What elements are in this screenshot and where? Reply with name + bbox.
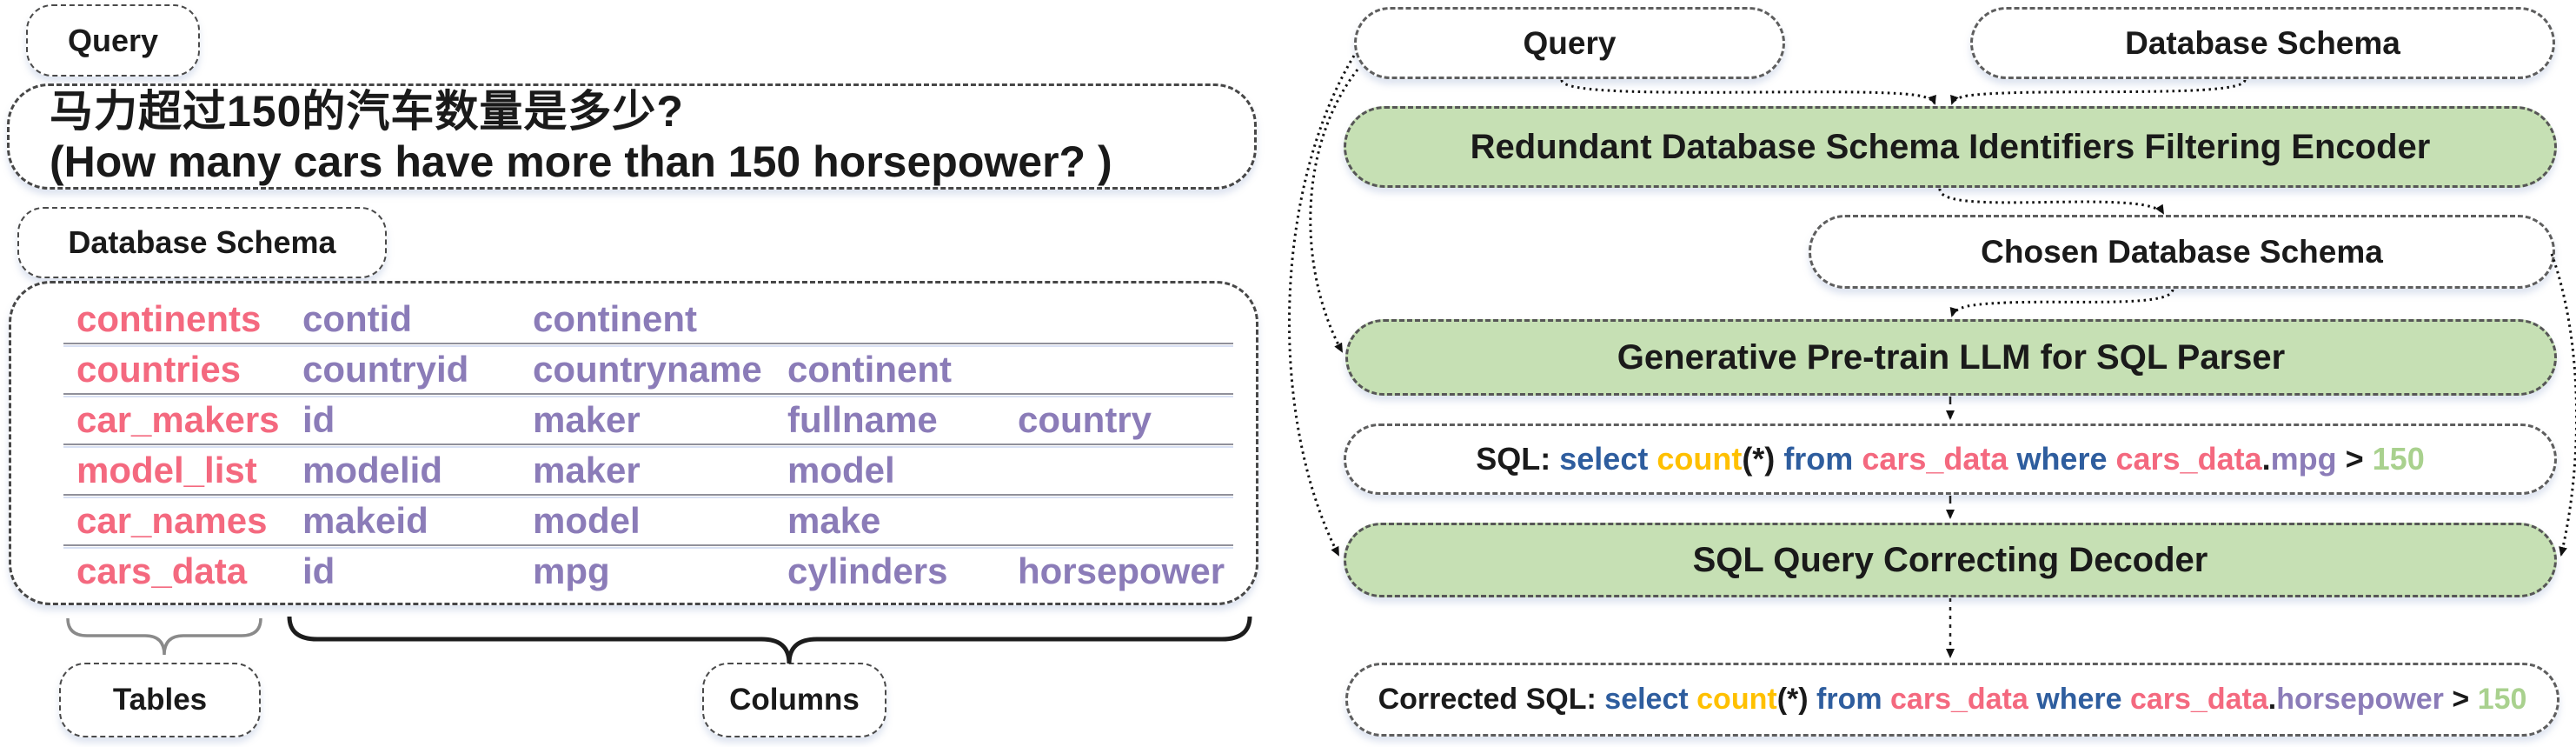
schema-column-name: continent — [533, 298, 697, 339]
schema-column-name: modelid — [302, 450, 443, 490]
correcting-decoder-box: SQL Query Correcting Decoder — [1344, 523, 2557, 597]
schema-column-name: mpg — [533, 550, 610, 591]
schema-table-name: car_makers — [76, 399, 280, 440]
schema-column-name: model — [533, 500, 641, 541]
query-text-english: (How many cars have more than 150 horsep… — [50, 137, 1112, 186]
schema-table-name: continents — [76, 298, 262, 339]
flow-query-label: Query — [1523, 24, 1617, 61]
schema-column-name: id — [302, 550, 335, 591]
schema-column-name: continent — [787, 349, 952, 390]
llm-parser-box: Generative Pre-train LLM for SQL Parser — [1345, 319, 2557, 396]
llm-parser-label: Generative Pre-train LLM for SQL Parser — [1617, 337, 2286, 377]
sql-token: . — [2267, 683, 2277, 716]
left-query-box: 马力超过150的汽车数量是多少? (How many cars have mor… — [7, 83, 1257, 190]
schema-column-name: contid — [302, 298, 412, 339]
tables-label-box: Tables — [59, 663, 261, 737]
columns-brace — [287, 616, 1252, 664]
filtering-encoder-label: Redundant Database Schema Identifiers Fi… — [1470, 127, 2431, 166]
schema-row: car_names makeid model make — [11, 494, 1256, 546]
sql-token: count — [1696, 683, 1777, 716]
sql-token: mpg — [2270, 441, 2346, 477]
sql-token: SQL: — [1476, 441, 1560, 477]
arrow-chosen-to-llm — [1949, 289, 2174, 317]
flow-database-schema-label: Database Schema — [2125, 24, 2400, 61]
sql-token: cars_data — [1890, 683, 2037, 716]
schema-column-name: id — [302, 399, 335, 440]
schema-row: cars_data id mpg cylinders horsepower — [11, 544, 1256, 597]
sql-token: select — [1604, 683, 1697, 716]
sql-token: . — [2261, 441, 2271, 477]
sql-output-box: SQL: select count(*) from cars_data wher… — [1344, 424, 2557, 495]
schema-column-name: make — [787, 500, 881, 541]
schema-table-name: car_names — [76, 500, 268, 541]
schema-table-name: model_list — [76, 450, 257, 490]
sql-token: count — [1656, 441, 1743, 477]
schema-column-name: countryname — [533, 349, 762, 390]
sql-token: where — [2016, 441, 2116, 477]
sql-token: Corrected SQL: — [1378, 683, 1605, 716]
columns-label: Columns — [729, 683, 860, 717]
schema-column-name: makeid — [302, 500, 428, 541]
schema-column-name: model — [787, 450, 895, 490]
sql-token: > — [2452, 683, 2478, 716]
schema-table-name: countries — [76, 349, 242, 390]
left-query-label: Query — [67, 22, 159, 58]
flow-query-box: Query — [1354, 7, 1785, 79]
sql-token: cars_data — [2129, 683, 2268, 716]
arrow-query-to-decoder — [1288, 55, 1356, 557]
sql-token: select — [1559, 441, 1657, 477]
filtering-encoder-box: Redundant Database Schema Identifiers Fi… — [1344, 106, 2557, 188]
schema-column-name: country — [1018, 399, 1152, 440]
correcting-decoder-label: SQL Query Correcting Decoder — [1692, 540, 2208, 579]
sql-token: cars_data — [2115, 441, 2262, 477]
left-database-schema-label: Database Schema — [68, 224, 336, 260]
schema-column-name: fullname — [787, 399, 938, 440]
arrow-schema-to-encoder — [1950, 79, 2247, 105]
schema-row: model_list modelid maker model — [11, 444, 1256, 496]
sql-token: > — [2345, 441, 2373, 477]
schema-column-name: maker — [533, 399, 641, 440]
schema-row: car_makers id maker fullname country — [11, 393, 1256, 445]
left-database-schema-label-box: Database Schema — [17, 207, 387, 278]
schema-table-name: cars_data — [76, 550, 248, 591]
sql-token: 150 — [2477, 683, 2527, 716]
sql-token: from — [1816, 683, 1891, 716]
schema-column-name: cylinders — [787, 550, 948, 591]
corrected-sql-box: Corrected SQL: select count(*) from cars… — [1345, 663, 2559, 737]
sql-token: (*) — [1742, 441, 1784, 477]
columns-label-box: Columns — [702, 663, 886, 737]
left-query-label-box: Query — [26, 4, 200, 77]
corrected-sql-line: Corrected SQL: select count(*) from cars… — [1378, 683, 2527, 717]
schema-column-name: maker — [533, 450, 641, 490]
schema-column-name: horsepower — [1018, 550, 1225, 591]
schema-row: countries countryid countryname continent — [11, 343, 1256, 395]
tables-brace — [66, 617, 262, 656]
chosen-database-schema-label: Chosen Database Schema — [1981, 233, 2383, 270]
arrow-chosen-to-decoder — [2550, 253, 2576, 557]
sql-token: 150 — [2372, 441, 2425, 477]
sql-token: (*) — [1776, 683, 1817, 716]
sql-token: where — [2036, 683, 2130, 716]
flow-database-schema-box: Database Schema — [1970, 7, 2555, 79]
arrow-query-to-llm — [1309, 69, 1359, 353]
sql-token: cars_data — [1862, 441, 2017, 477]
tables-label: Tables — [112, 683, 208, 717]
sql-output-line: SQL: select count(*) from cars_data wher… — [1476, 441, 2424, 477]
sql-token: from — [1783, 441, 1862, 477]
sql-token: horsepower — [2276, 683, 2453, 716]
arrow-encoder-to-chosen — [1938, 188, 2165, 215]
arrow-query-to-encoder — [1560, 79, 1936, 105]
query-text-chinese: 马力超过150的汽车数量是多少? — [50, 87, 684, 136]
schema-row: continents contid continent — [11, 294, 1256, 344]
schema-column-name: countryid — [302, 349, 469, 390]
chosen-database-schema-box: Chosen Database Schema — [1809, 215, 2555, 289]
